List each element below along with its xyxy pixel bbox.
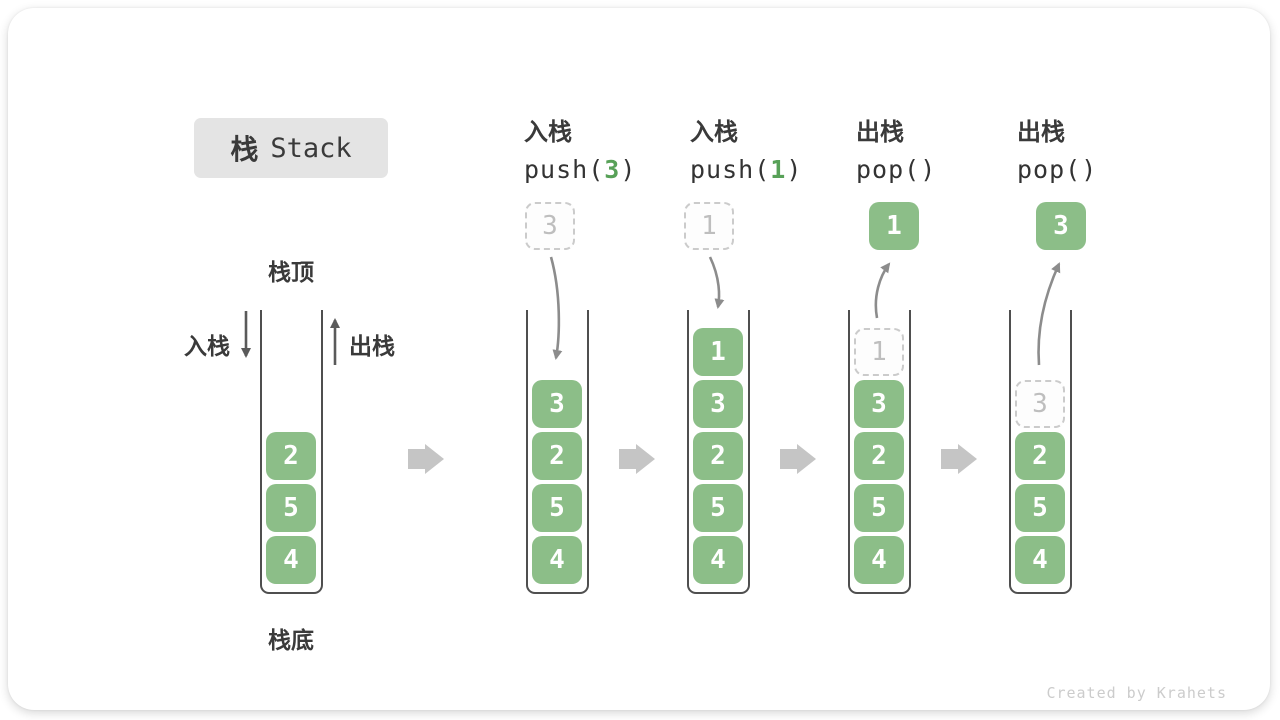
stack-cell: 4 bbox=[693, 536, 743, 584]
stack-top-label: 栈顶 bbox=[268, 259, 314, 285]
stack-cell: 5 bbox=[266, 484, 316, 532]
stack-cell: 3 bbox=[693, 380, 743, 428]
title-en: Stack bbox=[270, 132, 352, 164]
stack-bottom-label: 栈底 bbox=[268, 627, 314, 653]
push-label: 入栈 bbox=[184, 333, 230, 359]
flow-arrow-icon bbox=[780, 444, 816, 474]
push-curve-arrow-icon bbox=[708, 256, 725, 309]
stack-cell: 4 bbox=[854, 536, 904, 584]
stack-cell: 2 bbox=[693, 432, 743, 480]
scene-action-label: 入栈 bbox=[524, 119, 572, 146]
scene-header-after-pop-3: 出栈 pop() bbox=[1017, 112, 1097, 184]
scene-code-pre: pop( bbox=[856, 155, 921, 184]
scene-code-post: ) bbox=[786, 155, 803, 184]
stack-cell: 2 bbox=[532, 432, 582, 480]
stack-cell-ghost: 3 bbox=[1015, 380, 1065, 428]
scene-header-after-push-1: 入栈 push(1) bbox=[690, 112, 802, 184]
title-box: 栈 Stack bbox=[194, 118, 388, 178]
scene-action-label: 入栈 bbox=[690, 119, 738, 146]
stack-cell-ghost: 1 bbox=[854, 328, 904, 376]
stack-cell: 1 bbox=[693, 328, 743, 376]
float-cell-ghost: 3 bbox=[525, 202, 575, 250]
flow-arrow-icon bbox=[941, 444, 977, 474]
scene-code-label: pop() bbox=[856, 155, 936, 184]
stack-cell: 5 bbox=[1015, 484, 1065, 532]
stack-cell: 3 bbox=[532, 380, 582, 428]
scene-header-after-push-3: 入栈 push(3) bbox=[524, 112, 636, 184]
scene-code-label: push(3) bbox=[524, 155, 636, 184]
stack-cell: 2 bbox=[266, 432, 316, 480]
scene-action-label: 出栈 bbox=[856, 119, 904, 146]
stack-cell: 4 bbox=[1015, 536, 1065, 584]
scene-code-arg: 1 bbox=[770, 155, 787, 184]
scene-code-arg: 3 bbox=[604, 155, 621, 184]
watermark: Created by Krahets bbox=[1046, 684, 1227, 702]
scene-code-pre: pop( bbox=[1017, 155, 1082, 184]
stack-cell: 2 bbox=[1015, 432, 1065, 480]
scene-action-label: 出栈 bbox=[1017, 119, 1065, 146]
stack-cell: 3 bbox=[854, 380, 904, 428]
scene-code-label: push(1) bbox=[690, 155, 802, 184]
title-zh: 栈 bbox=[230, 134, 259, 165]
flow-arrow-icon bbox=[408, 444, 444, 474]
float-cell-popped: 3 bbox=[1036, 202, 1086, 250]
pop-label: 出栈 bbox=[349, 333, 395, 359]
scene-code-post: ) bbox=[620, 155, 637, 184]
stack-cell: 5 bbox=[854, 484, 904, 532]
scene-code-post: ) bbox=[1081, 155, 1098, 184]
scene-header-after-pop-1: 出栈 pop() bbox=[856, 112, 936, 184]
stack-cell: 4 bbox=[532, 536, 582, 584]
stack-cell: 2 bbox=[854, 432, 904, 480]
stack-cell: 5 bbox=[693, 484, 743, 532]
stack-cell: 4 bbox=[266, 536, 316, 584]
scene-code-pre: push( bbox=[524, 155, 605, 184]
scene-code-post: ) bbox=[920, 155, 937, 184]
scene-code-label: pop() bbox=[1017, 155, 1097, 184]
stack-cell: 5 bbox=[532, 484, 582, 532]
float-cell-popped: 1 bbox=[869, 202, 919, 250]
flow-arrow-icon bbox=[619, 444, 655, 474]
scene-code-pre: push( bbox=[690, 155, 771, 184]
float-cell-ghost: 1 bbox=[684, 202, 734, 250]
